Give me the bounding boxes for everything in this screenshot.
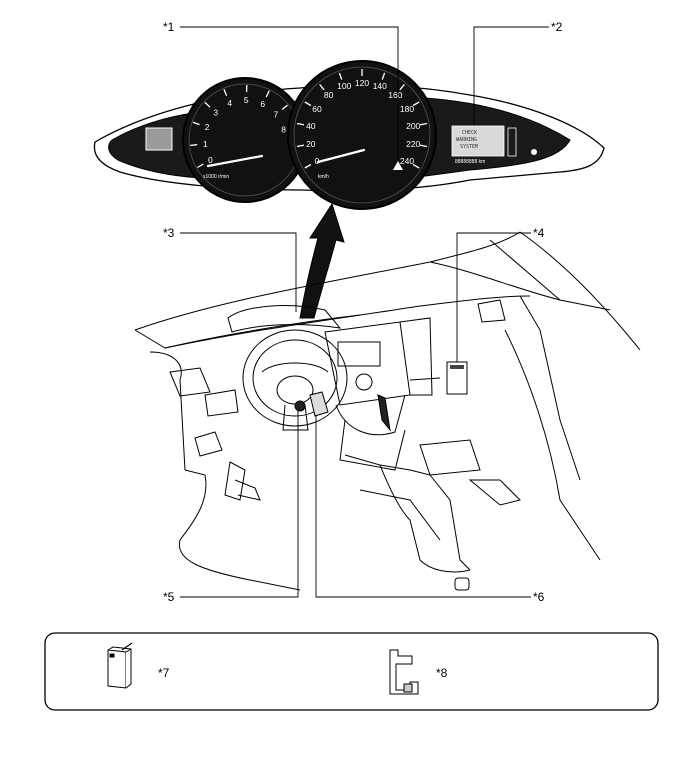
tachometer-tick-mark (223, 88, 228, 96)
speedometer-tick-label: 60 (312, 104, 322, 114)
speedometer-tick-mark (419, 144, 428, 148)
tachometer-tick-mark (192, 121, 200, 126)
tachometer-tick-label: 3 (213, 108, 218, 118)
speedometer-tick-mark (304, 163, 312, 169)
callout-1: *1 (163, 20, 175, 34)
callout-7: *7 (158, 666, 170, 680)
steering-sensor (294, 400, 306, 412)
callout-6: *6 (533, 590, 545, 604)
tachometer-needle (206, 154, 264, 168)
vehicle-interior (134, 231, 641, 591)
speedometer-tick-label: 0 (315, 156, 320, 166)
speedometer-tick-label: 120 (355, 78, 369, 88)
speedometer-tick-mark (304, 101, 312, 107)
tachometer-tick-label: 6 (260, 99, 265, 109)
ecu-module (446, 361, 468, 395)
tachometer-tick-label: 4 (227, 98, 232, 108)
shift-lever (377, 394, 391, 432)
speedometer-unit: km/h (318, 174, 329, 180)
speedometer-tick-mark (381, 72, 386, 80)
tachometer-tick-mark (190, 144, 198, 147)
indicator-lamp-icon (531, 149, 537, 155)
speedometer-tick-mark (419, 122, 428, 126)
speedometer-needle (316, 148, 366, 164)
speedometer-tick-label: 240 (400, 156, 414, 166)
warning-triangle-icon (393, 161, 403, 170)
legend-box: *7 *8 (44, 632, 659, 711)
tachometer-tick-mark (197, 163, 204, 169)
speedometer-tick-label: 180 (400, 104, 414, 114)
tachometer-tick-label: 1 (203, 139, 208, 149)
display-line-2: WARNING (456, 137, 477, 143)
display-line-1: CHECK (462, 130, 477, 136)
speedometer-tick-label: 220 (406, 139, 420, 149)
tachometer-tick-label: 7 (274, 110, 279, 120)
speedometer-tick-mark (338, 72, 343, 80)
speedometer-tick-mark (412, 163, 420, 169)
fuel-gauge (507, 127, 517, 157)
tachometer: 01 234 5 678 x1000 r/min (182, 77, 308, 203)
callout-4: *4 (533, 226, 545, 240)
multi-info-display (451, 125, 505, 157)
tachometer-tick-label: 8 (281, 125, 286, 135)
tachometer-tick-label: 2 (205, 122, 210, 132)
speedometer-tick-label: 80 (324, 90, 334, 100)
speedometer-tick-label: 140 (373, 81, 387, 91)
speedometer-tick-mark (412, 101, 420, 107)
callout-3: *3 (163, 226, 175, 240)
speedometer-tick-label: 20 (306, 139, 316, 149)
leader-lines (180, 26, 549, 598)
part-7-illustration (107, 642, 133, 689)
speedometer-tick-mark (296, 144, 305, 148)
callout-8: *8 (436, 666, 448, 680)
tachometer-tick-mark (265, 90, 270, 98)
tachometer-tick-mark (204, 101, 211, 108)
tachometer-tick-label: 5 (244, 95, 249, 105)
speedometer-tick-mark (319, 83, 325, 91)
steering-wheel (242, 329, 348, 427)
callout-5: *5 (163, 590, 175, 604)
location-arrow (299, 202, 345, 319)
display-line-3: SYSTEM (460, 144, 478, 150)
odometer-readout: 88888888 km (455, 159, 485, 165)
tachometer-tick-mark (281, 104, 288, 111)
speedometer-tick-mark (399, 83, 405, 91)
callout-2: *2 (551, 20, 563, 34)
speedometer-tick-label: 200 (406, 121, 420, 131)
tachometer-tick-label: 0 (208, 155, 213, 165)
speedometer-tick-label: 160 (388, 90, 402, 100)
part-8-illustration (389, 649, 419, 695)
speedometer-tick-label: 100 (337, 81, 351, 91)
tachometer-unit: x1000 r/min (203, 174, 229, 180)
meter-left-lcd (145, 127, 173, 151)
speedometer-tick-mark (296, 122, 305, 126)
speedometer-tick-label: 40 (306, 121, 316, 131)
